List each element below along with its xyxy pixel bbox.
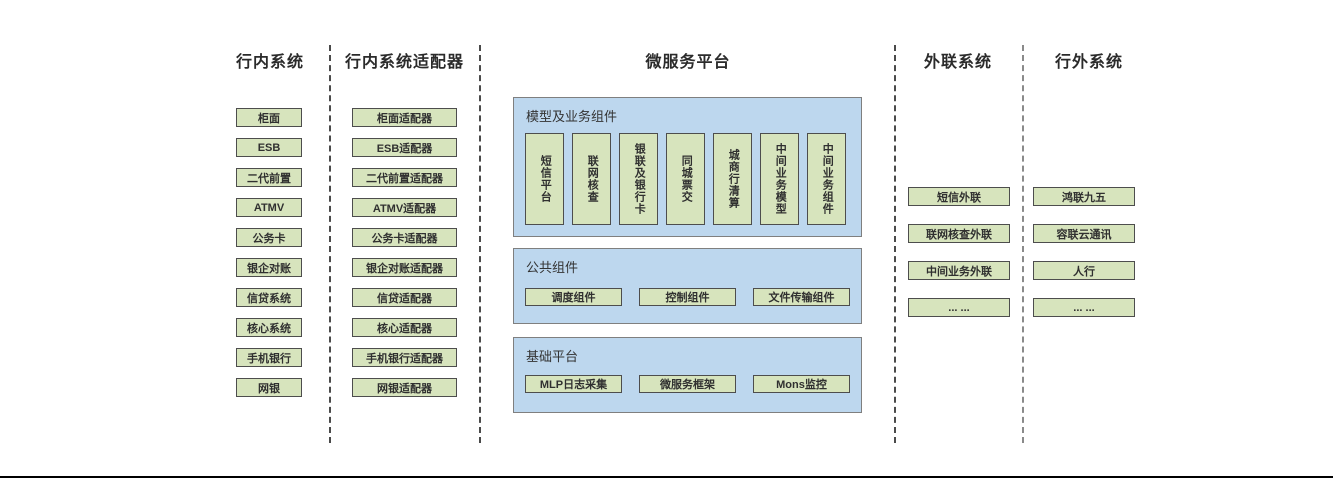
model-business-components-list: 短信平台联网核查银联及银行卡同城票交城商行清算中间业务模型中间业务组件 <box>525 133 846 225</box>
internal-system-node: 公务卡 <box>236 228 302 247</box>
group-base-platform: 基础平台 MLP日志采集微服务框架 Mons监控 <box>513 337 862 413</box>
base-platform-node: Mons监控 <box>753 375 850 393</box>
external-system-node: 容联云通讯 <box>1033 224 1135 243</box>
external-link-node: ... ... <box>908 298 1010 317</box>
internal-systems-list: 柜面 ESB 二代前置 ATMV 公务卡银企对账信贷系统核心系统手机银行网银 <box>236 108 302 397</box>
internal-system-node: ATMV <box>236 198 302 217</box>
common-component-node: 调度组件 <box>525 288 622 306</box>
internal-adapter-node: ESB适配器 <box>352 138 457 157</box>
internal-system-node: 手机银行 <box>236 348 302 367</box>
column-header-internal-adapters: 行内系统适配器 <box>344 54 464 71</box>
separator-line-4 <box>1022 45 1024 443</box>
base-platform-node: 微服务框架 <box>639 375 736 393</box>
internal-adapter-node: 信贷适配器 <box>352 288 457 307</box>
column-header-external-link-systems: 外联系统 <box>923 54 992 71</box>
internal-adapter-node: 手机银行适配器 <box>352 348 457 367</box>
internal-adapter-node: ATMV适配器 <box>352 198 457 217</box>
common-components-list: 调度组件控制组件文件传输组件 <box>525 288 850 306</box>
group-common-components: 公共组件 调度组件控制组件文件传输组件 <box>513 248 862 324</box>
internal-system-node: ESB <box>236 138 302 157</box>
internal-adapter-node: 二代前置适配器 <box>352 168 457 187</box>
common-component-node: 文件传输组件 <box>753 288 850 306</box>
internal-adapter-node: 银企对账适配器 <box>352 258 457 277</box>
group-title: 公共组件 <box>526 260 579 275</box>
business-component-node: 短信平台 <box>525 133 564 225</box>
column-header-external-systems: 行外系统 <box>1054 54 1123 71</box>
base-platform-node: MLP日志采集 <box>525 375 622 393</box>
business-component-node: 同城票交 <box>666 133 705 225</box>
external-link-node: 短信外联 <box>908 187 1010 206</box>
group-title: 模型及业务组件 <box>526 109 618 124</box>
external-systems-list: 鸿联九五容联云通讯人行 ... ... <box>1033 187 1135 317</box>
business-component-node: 中间业务组件 <box>807 133 846 225</box>
internal-adapter-node: 公务卡适配器 <box>352 228 457 247</box>
internal-system-node: 核心系统 <box>236 318 302 337</box>
internal-adapter-node: 网银适配器 <box>352 378 457 397</box>
separator-line-1 <box>329 45 331 443</box>
column-header-microservice-platform: 微服务平台 <box>645 54 731 71</box>
internal-adapter-node: 柜面适配器 <box>352 108 457 127</box>
separator-line-2 <box>479 45 481 443</box>
base-platform-list: MLP日志采集微服务框架 Mons监控 <box>525 375 850 393</box>
internal-adapter-node: 核心适配器 <box>352 318 457 337</box>
separator-line-3 <box>894 45 896 443</box>
internal-adapters-list: 柜面适配器 ESB适配器二代前置适配器 ATMV适配器公务卡适配器银企对账适配器信贷… <box>352 108 457 397</box>
internal-system-node: 信贷系统 <box>236 288 302 307</box>
business-component-node: 银联及银行卡 <box>619 133 658 225</box>
column-header-internal-systems: 行内系统 <box>235 54 304 71</box>
group-title: 基础平台 <box>526 349 579 364</box>
external-system-node: ... ... <box>1033 298 1135 317</box>
business-component-node: 联网核查 <box>572 133 611 225</box>
bottom-border-line <box>0 476 1333 478</box>
external-system-node: 鸿联九五 <box>1033 187 1135 206</box>
group-model-business-components: 模型及业务组件 短信平台联网核查银联及银行卡同城票交城商行清算中间业务模型中间业… <box>513 97 862 237</box>
internal-system-node: 柜面 <box>236 108 302 127</box>
external-link-systems-list: 短信外联联网核查外联中间业务外联 ... ... <box>908 187 1010 317</box>
internal-system-node: 二代前置 <box>236 168 302 187</box>
external-link-node: 中间业务外联 <box>908 261 1010 280</box>
internal-system-node: 银企对账 <box>236 258 302 277</box>
business-component-node: 城商行清算 <box>713 133 752 225</box>
external-system-node: 人行 <box>1033 261 1135 280</box>
external-link-node: 联网核查外联 <box>908 224 1010 243</box>
internal-system-node: 网银 <box>236 378 302 397</box>
common-component-node: 控制组件 <box>639 288 736 306</box>
business-component-node: 中间业务模型 <box>760 133 799 225</box>
